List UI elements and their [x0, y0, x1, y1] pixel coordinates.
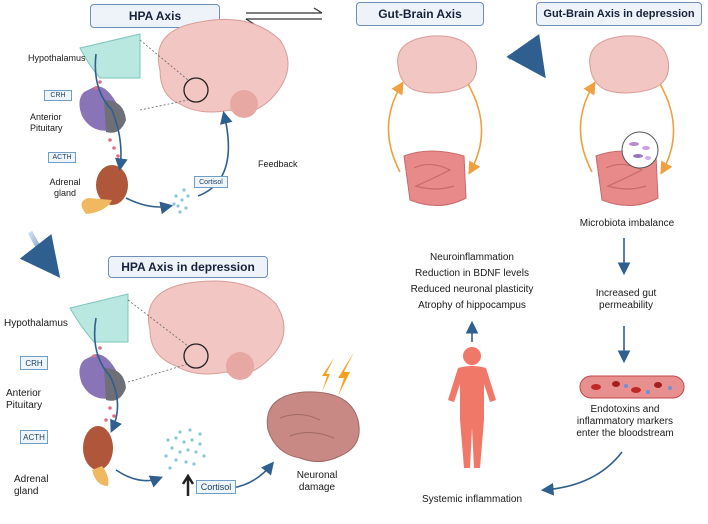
feedback-arrow [197, 110, 233, 197]
brain-top-icon [157, 18, 289, 118]
microbiota-imbalance-label: Microbiota imbalance [579, 218, 675, 229]
cortisol-dots-bottom [164, 428, 206, 470]
cortisol-dots-top [172, 188, 190, 214]
depression-loop-right [659, 83, 675, 175]
hypothalamus-bottom-label: Hypothalamus [4, 318, 68, 329]
adrenal-to-cortisol-bottom-arrow [115, 469, 163, 488]
pituitary-bottom-icon [79, 354, 126, 401]
depression-brain-icon [589, 35, 670, 94]
hypothalamus-bottom-icon [69, 293, 129, 343]
anterior-pituitary-bottom-label: Anterior Pituitary [6, 388, 43, 411]
increased-permeability-label: Increased gut permeability [595, 288, 657, 311]
neuronal-damage-label: Neuronal damage [296, 470, 338, 493]
depression-loop-left [579, 81, 596, 173]
cortisol-to-damage-arrow [231, 461, 274, 489]
gut-brain-loop-right [467, 83, 483, 175]
blood-vessel-icon [579, 375, 685, 399]
adrenal-gland-bottom-label: Adrenal gland [14, 474, 49, 497]
acth-bottom-tag: ACTH [20, 430, 48, 444]
hpa-axis-depression-title: HPA Axis in depression [108, 256, 268, 278]
anterior-pituitary-top-label: Anterior Pituitary [30, 112, 63, 133]
crh-top-tag: CRH [44, 90, 72, 101]
up-arrow-icon [181, 473, 195, 496]
effect-item: Neuroinflammation [430, 252, 514, 263]
arrow-bloodstream-to-systemic [540, 451, 623, 496]
microbiota-icon [621, 131, 659, 169]
feedback-label: Feedback [258, 159, 298, 169]
gut-icon [403, 150, 467, 206]
effect-item: Reduced neuronal plasticity [410, 284, 534, 295]
pituitary-top-icon [79, 86, 126, 133]
gut-brain-loop-left [387, 81, 404, 173]
human-icon [448, 347, 496, 468]
gut-brain-brain-icon [397, 35, 478, 94]
transition-arrow-left [19, 230, 61, 278]
equilibrium-arrows-icon [245, 7, 323, 25]
crh-bottom-tag: CRH [20, 356, 48, 370]
gut-brain-axis-title: Gut-Brain Axis [356, 2, 484, 26]
hpa-top-down-arrow [94, 53, 128, 172]
lightning-icon [322, 352, 354, 396]
brain-bottom-icon [148, 280, 285, 380]
hpa-axis-title: HPA Axis [90, 4, 220, 28]
damaged-brain-icon [266, 391, 360, 462]
adrenal-to-cortisol-arrow [125, 197, 174, 215]
hpa-bottom-down-arrow [93, 317, 122, 433]
systemic-inflammation-label: Systemic inflammation [421, 494, 523, 505]
effect-item: Reduction in BDNF levels [415, 268, 529, 279]
kidney-bottom-icon [83, 426, 113, 486]
endotoxins-label: Endotoxins and inflammatory markers ente… [576, 404, 674, 439]
gut-brain-axis-depression-title: Gut-Brain Axis in depression [536, 2, 702, 26]
hormone-dots-top [94, 80, 120, 158]
kidney-top-icon [81, 165, 128, 214]
effect-item: Atrophy of hippocampus [418, 300, 526, 311]
acth-top-tag: ACTH [48, 152, 76, 163]
hypothalamus-top-label: Hypothalamus [28, 53, 86, 63]
transition-arrow-right [506, 33, 546, 79]
cortisol-bottom-tag: Cortisol [196, 480, 236, 494]
adrenal-gland-top-label: Adrenal gland [49, 177, 81, 198]
hypothalamus-top-icon [79, 33, 141, 79]
cortisol-top-tag: Cortisol [194, 176, 228, 188]
